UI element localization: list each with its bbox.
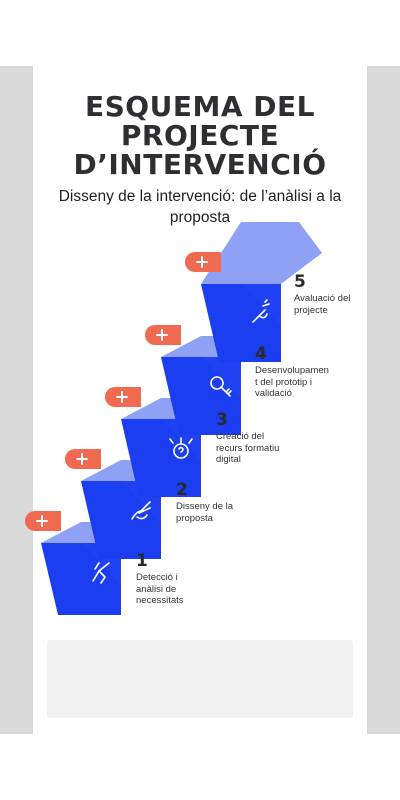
step-description-line: proposta xyxy=(176,512,213,524)
question-arrows-icon xyxy=(169,437,193,459)
title-line-1: ESQUEMA DEL xyxy=(85,90,315,123)
plus-badge-2[interactable] xyxy=(65,449,101,469)
subtitle-line-2: proposta xyxy=(169,209,231,226)
step-description-line: anàlisi de xyxy=(136,583,177,595)
key-icon xyxy=(210,376,232,397)
step-4-shade xyxy=(203,357,241,400)
left-side-band xyxy=(0,66,33,734)
page-title: ESQUEMA DEL PROJECTE D’INTERVENCIÓ xyxy=(33,92,367,179)
hand-spray-icon xyxy=(252,299,270,323)
plus-badge-1[interactable] xyxy=(25,511,61,531)
empty-footer-box xyxy=(47,640,353,718)
plus-badge-5[interactable] xyxy=(185,252,221,272)
right-side-band xyxy=(367,66,400,734)
hand-peace-icon xyxy=(131,501,151,520)
title-line-2: PROJECTE xyxy=(120,119,280,152)
step-5 xyxy=(185,222,322,362)
step-description-line: Avaluació del xyxy=(294,293,351,304)
step-description-line: digital xyxy=(216,454,241,465)
step-5-top xyxy=(201,222,322,284)
step-number: 1 xyxy=(136,551,148,571)
step-description-line: Creació del xyxy=(216,431,265,442)
hand-point-icon xyxy=(92,562,110,584)
title-line-3: D’INTERVENCIÓ xyxy=(73,148,327,181)
step-description-line: necessitats xyxy=(136,595,184,606)
step-description-line: Desenvolupamen xyxy=(255,365,329,376)
step-number: 4 xyxy=(255,344,267,364)
step-description-line: Disseny de la xyxy=(176,501,234,512)
plus-badge-4[interactable] xyxy=(145,325,181,345)
subtitle-line-1: Disseny de la intervenció: de l’anàlisi … xyxy=(58,188,342,205)
step-description-line: Detecció i xyxy=(136,572,178,583)
step-number: 2 xyxy=(176,480,188,500)
staircase-diagram xyxy=(25,222,322,615)
page-subtitle: Disseny de la intervenció: de l’anàlisi … xyxy=(50,186,350,228)
step-description-line: t del prototip i xyxy=(255,376,313,388)
step-number: 5 xyxy=(294,272,306,292)
step-5-shade xyxy=(243,284,281,327)
plus-badge-3[interactable] xyxy=(105,387,141,407)
step-number: 3 xyxy=(216,410,228,430)
step-description-line: validació xyxy=(255,388,292,399)
step-description-line: recurs formatiu xyxy=(216,442,280,454)
step-description-line: projecte xyxy=(294,304,328,316)
